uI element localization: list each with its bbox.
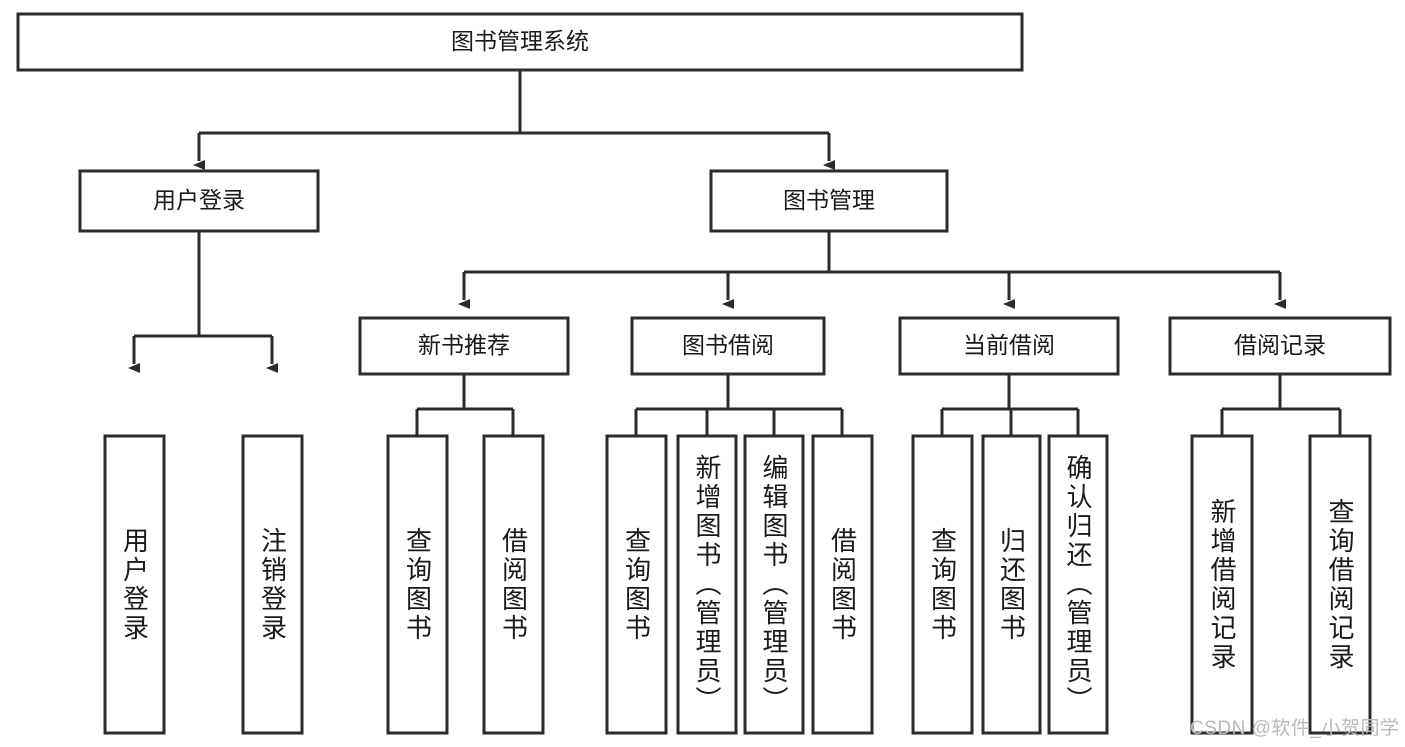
node-box-leaf-confirm-return-admin[interactable] [1047, 434, 1109, 735]
node-box-leaf-query-books-borrow[interactable] [605, 434, 668, 735]
connector-layer [128, 70, 1346, 446]
node-box-user-login[interactable] [78, 169, 320, 233]
node-box-leaf-add-book-admin[interactable] [676, 434, 738, 735]
watermark-text: CSDN @软件_小贺同学 [1190, 718, 1400, 739]
connector-bookmgmt-to-level2 [458, 231, 1286, 309]
node-box-leaf-query-borrow-record[interactable] [1308, 434, 1372, 735]
node-label-root: 图书管理系统 [451, 28, 589, 54]
node-box-new-book-recommend[interactable] [358, 316, 570, 376]
node-box-borrow-records[interactable] [1168, 316, 1392, 376]
connector-recommend-to-leaves [411, 374, 519, 446]
node-label-user-login: 用户登录 [153, 187, 245, 213]
node-box-root[interactable] [16, 12, 1024, 72]
node-box-book-borrow[interactable] [630, 316, 826, 376]
node-box-leaf-logout[interactable] [241, 434, 304, 735]
connector-borrow-to-leaves [630, 374, 848, 446]
connector-root-to-level1 [193, 70, 835, 170]
node-label-book-borrow: 图书借阅 [682, 332, 774, 358]
node-box-leaf-add-borrow-record[interactable] [1190, 434, 1254, 735]
node-box-leaf-borrow-books-recommend[interactable] [482, 434, 545, 735]
node-label-current-borrow: 当前借阅 [963, 332, 1055, 358]
connector-records-to-leaves [1216, 374, 1346, 446]
node-box-leaf-edit-book-admin[interactable] [743, 434, 805, 735]
node-box-leaf-query-books-recommend[interactable] [386, 434, 449, 735]
connector-current-to-leaves [936, 374, 1084, 446]
node-box-leaf-borrow-books[interactable] [811, 434, 874, 735]
node-box-leaf-return-books[interactable] [981, 434, 1042, 735]
connector-userlogin-to-leaves [128, 231, 278, 373]
node-label-new-book-recommend: 新书推荐 [418, 332, 510, 358]
node-box-leaf-user-login[interactable] [103, 434, 166, 735]
node-label-borrow-records: 借阅记录 [1234, 332, 1326, 358]
node-box-book-management[interactable] [709, 169, 949, 233]
node-box-current-borrow[interactable] [898, 316, 1120, 376]
node-label-book-management: 图书管理 [783, 187, 875, 213]
node-box-leaf-query-books-current[interactable] [911, 434, 974, 735]
